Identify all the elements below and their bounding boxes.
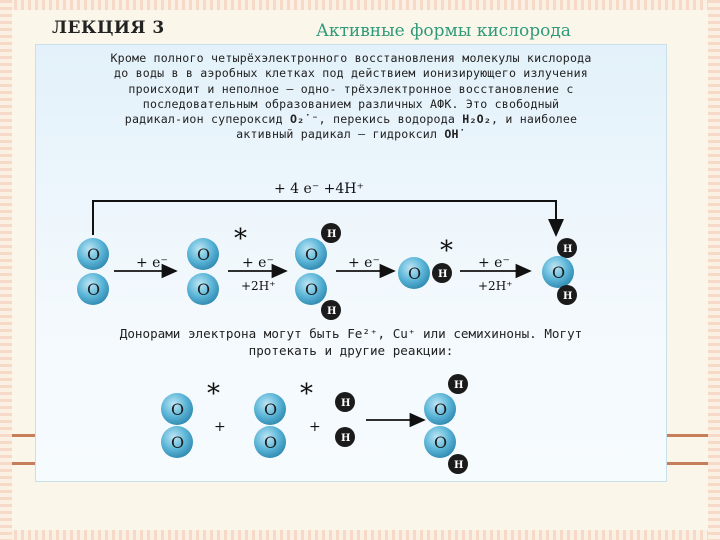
hydrogen-atom-label: H — [563, 244, 572, 255]
oxygen-atom — [161, 393, 193, 425]
hydrogen-atom-label: H — [327, 306, 336, 317]
oxygen-atom — [77, 238, 109, 270]
donors-line-1: Донорами электрона могут быть Fe²⁺, Cu⁺ … — [119, 326, 583, 341]
right-stripe-border — [708, 0, 720, 540]
oxygen-atom-label: O — [87, 245, 100, 264]
oxygen-atom-label: O — [197, 245, 210, 264]
hydrogen-atom — [321, 223, 341, 243]
hydrogen-atom — [557, 285, 577, 305]
oxygen-atom-label: O — [434, 400, 447, 419]
donors-paragraph: Донорами электрона могут быть Fe²⁺, Cu⁺ … — [36, 325, 666, 359]
oxygen-atom — [254, 393, 286, 425]
plus-sign: + — [214, 419, 226, 435]
intro-line-5b: , перекись водорода — [318, 112, 463, 127]
hydrogen-atom-label: H — [454, 380, 463, 391]
reaction-diagram: + 4 е⁻ +4Н⁺ O O + е⁻ O O * + е⁻ +2Н⁺ H O — [77, 181, 577, 474]
radical-star: * — [300, 379, 313, 409]
bottom-stripe-border — [0, 530, 720, 540]
radical-star: * — [234, 224, 247, 254]
oxygen-atom — [161, 426, 193, 458]
oxygen-atom — [77, 273, 109, 305]
hydrogen-atom — [335, 392, 355, 412]
slide-title: Активные формы кислорода — [316, 21, 571, 41]
hydrogen-atom — [557, 238, 577, 258]
overall-arrow-label: + 4 е⁻ +4Н⁺ — [274, 181, 364, 197]
donors-line-2: протекать и другие реакции: — [248, 343, 454, 358]
oxygen-atom-label: O — [305, 280, 318, 299]
radical-star: * — [207, 379, 220, 409]
hydrogen-atom-label: H — [327, 229, 336, 240]
top-stripe-border — [0, 0, 720, 10]
oxygen-atom — [424, 393, 456, 425]
peroxide-formula: H₂O₂ — [462, 112, 492, 127]
oxygen-atom — [295, 273, 327, 305]
hydrogen-atom-label: H — [438, 269, 447, 280]
hydrogen-atom-label: H — [563, 291, 572, 302]
superoxide-formula: O₂˙⁻ — [289, 112, 319, 127]
hydrogen-atom — [448, 374, 468, 394]
proton-label-1: +2Н⁺ — [241, 279, 276, 293]
oxygen-atom — [254, 426, 286, 458]
oxygen-atom — [187, 273, 219, 305]
electron-label-3: + е⁻ — [348, 255, 380, 271]
hydrogen-atom-label: H — [341, 433, 350, 444]
oxygen-atom-label: O — [552, 263, 565, 282]
oxygen-atom — [424, 426, 456, 458]
hydrogen-atom-label: H — [341, 398, 350, 409]
oxygen-atom-label: O — [197, 280, 210, 299]
electron-label-2: + е⁻ — [242, 255, 274, 271]
lecture-label: ЛЕКЦИЯ 3 — [52, 18, 165, 38]
oxygen-atom-label: O — [171, 433, 184, 452]
hydroxyl-radical: O H — [398, 257, 452, 289]
oxygen-atom-label: O — [87, 280, 100, 299]
intro-line-2: до воды в в аэробных клетках под действи… — [114, 66, 588, 81]
content-panel: Кроме полного четырёхэлектронного восста… — [35, 44, 667, 482]
radical-star: * — [440, 236, 453, 266]
proton-label-2: +2Н⁺ — [478, 279, 513, 293]
intro-line-4: последовательным образованием различных … — [142, 96, 560, 111]
water-molecule: H O H — [542, 238, 577, 305]
oxygen-atom — [295, 238, 327, 270]
oxygen-molecule: O O — [77, 238, 109, 305]
intro-paragraph: Кроме полного четырёхэлектронного восста… — [36, 51, 666, 143]
intro-line-5a: радикал-ион супероксид — [124, 112, 290, 127]
electron-label-1: + е⁻ — [136, 255, 168, 271]
oxygen-atom — [187, 238, 219, 270]
oxygen-atom-label: O — [305, 245, 318, 264]
superoxide-molecule: O O — [161, 393, 193, 458]
hydrogen-atom — [335, 427, 355, 447]
hydrogen-atom — [321, 300, 341, 320]
left-stripe-border — [0, 0, 12, 540]
peroxide-molecule: H O O H — [424, 374, 468, 474]
oxygen-atom-label: O — [264, 433, 277, 452]
intro-line-6a: активный радикал – гидроксил — [236, 127, 445, 142]
plus-sign: + — [309, 419, 321, 435]
oxygen-atom-label: O — [171, 400, 184, 419]
hydroxyl-formula: OH˙ — [444, 127, 466, 142]
electron-label-4: + е⁻ — [478, 255, 510, 271]
peroxide-molecule: H O O H — [295, 223, 341, 320]
intro-line-5: радикал-ион супероксид O₂˙⁻, перекись во… — [36, 112, 666, 127]
intro-line-5c: , и наиболее — [491, 112, 578, 127]
oxygen-atom — [398, 257, 430, 289]
superoxide-molecule: O O — [254, 393, 286, 458]
hydrogen-atom-label: H — [454, 460, 463, 471]
oxygen-atom-label: O — [408, 264, 421, 283]
hydrogen-pair: H H — [335, 392, 355, 447]
intro-line-1: Кроме полного четырёхэлектронного восста… — [110, 51, 592, 65]
hydrogen-atom — [448, 454, 468, 474]
superoxide-molecule: O O — [187, 238, 219, 305]
oxygen-atom-label: O — [434, 433, 447, 452]
intro-line-3: происходит и неполное – одно- трёхэлектр… — [128, 81, 574, 96]
overall-reaction-arrow — [92, 200, 564, 237]
intro-line-6: активный радикал – гидроксил OH˙ — [36, 127, 666, 142]
oxygen-atom-label: O — [264, 400, 277, 419]
hydrogen-atom — [432, 263, 452, 283]
oxygen-atom — [542, 256, 574, 288]
